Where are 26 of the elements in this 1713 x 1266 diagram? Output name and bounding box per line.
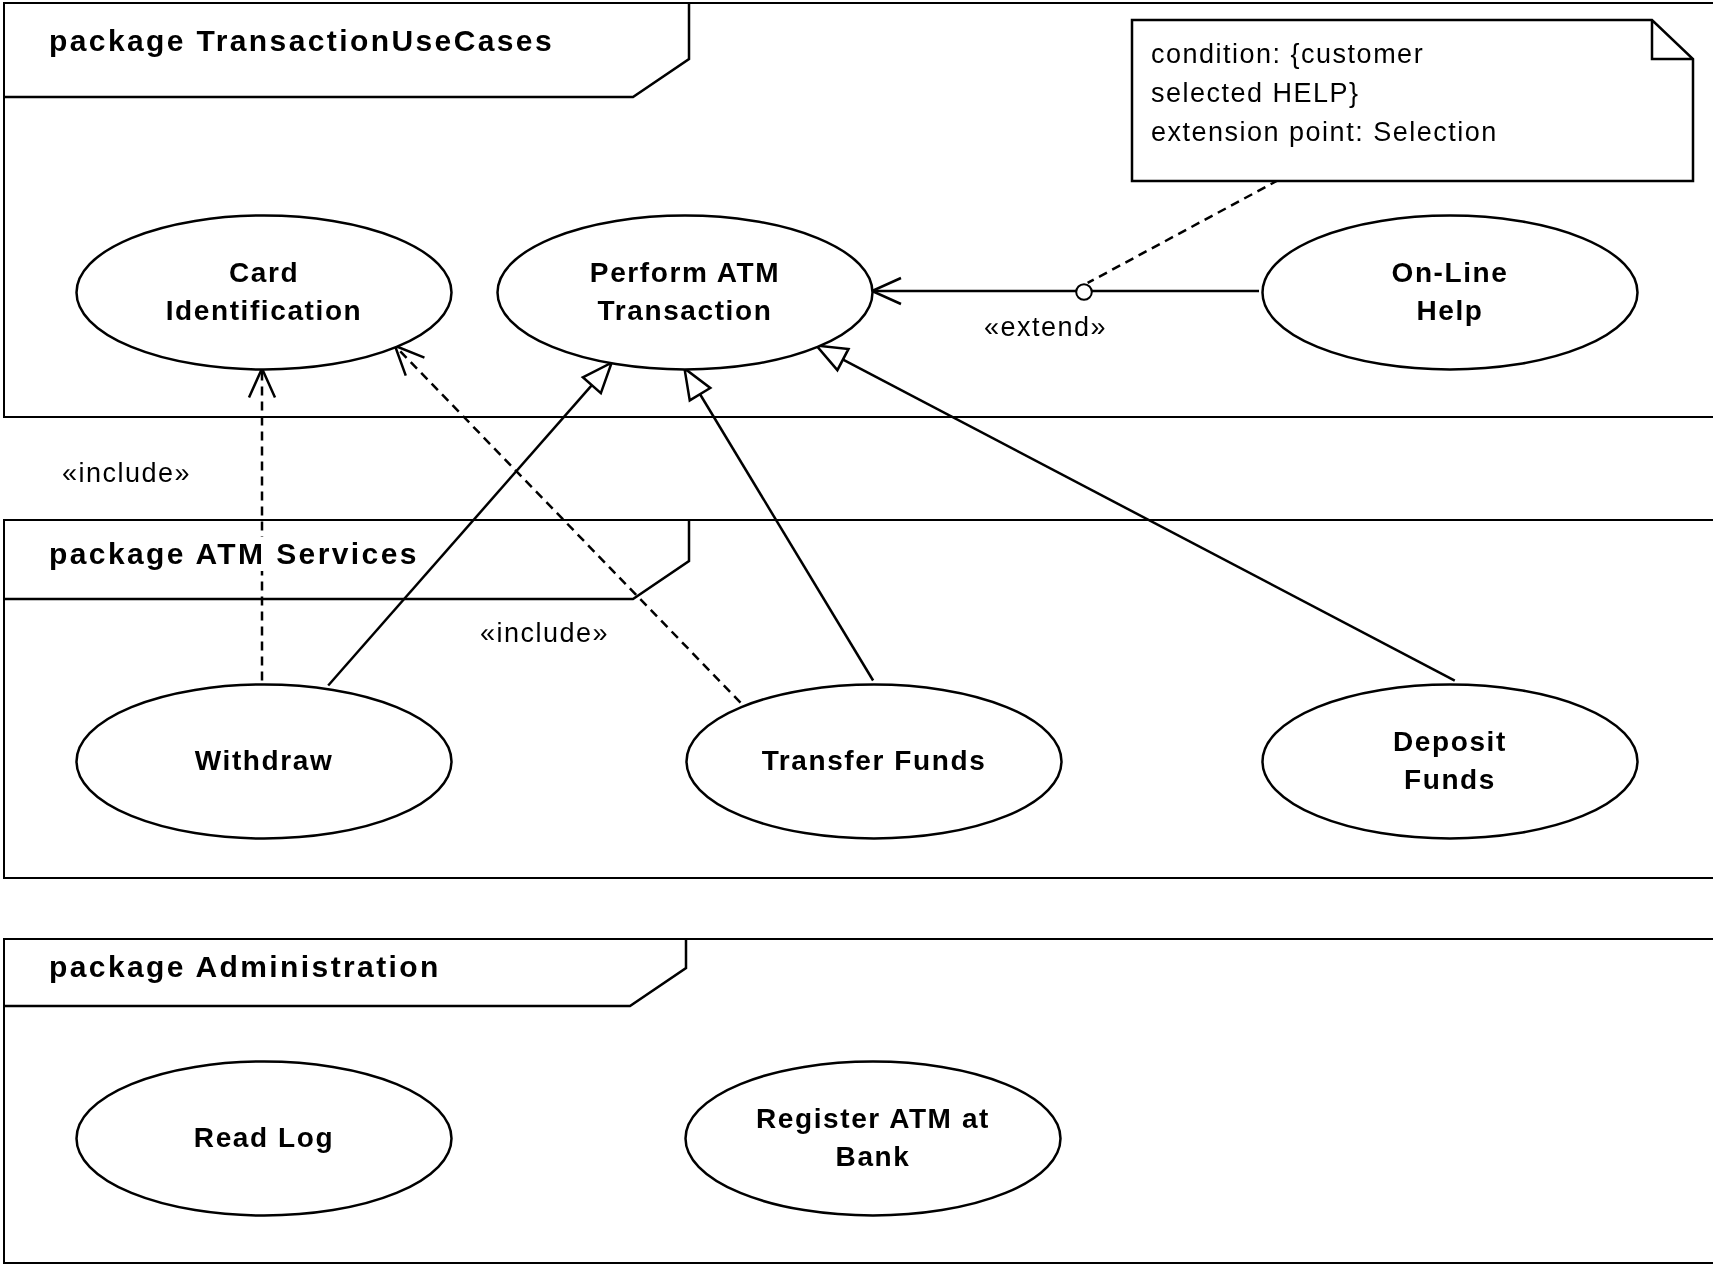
use-case-label: Transfer Funds [761,744,987,779]
use-case-ellipse [684,1059,1062,1217]
dashed-arrow [393,344,742,704]
use-case-ellipse [75,1059,453,1217]
note-text: extension point: Selection [1151,116,1498,150]
use-case-label: Deposit Funds [1392,725,1508,797]
use-case-label: Register ATM at Bank [755,1102,991,1174]
use-case-label: On-Line Help [1390,256,1510,328]
note-box [1131,19,1694,182]
use-case-ellipse [685,682,1063,840]
package-frame [3,519,1713,879]
package-frame [3,938,1713,1264]
use-case-ellipse [75,682,453,840]
generalization-arrow [815,344,1456,682]
use-case-ellipse [1261,682,1639,840]
use-case-label: Card Identification [164,256,364,328]
package-frame [3,2,1713,418]
use-case-label: Perform ATM Transaction [588,256,782,328]
use-case-ellipse [1261,213,1639,371]
use-case-label: Withdraw [194,744,334,779]
generalization-arrow [327,361,613,687]
arrow [870,276,1259,306]
use-case-ellipse [75,213,453,371]
use-case-label: Read Log [193,1121,335,1156]
use-case-ellipse [496,213,874,371]
extension-point-circle [1075,283,1093,301]
